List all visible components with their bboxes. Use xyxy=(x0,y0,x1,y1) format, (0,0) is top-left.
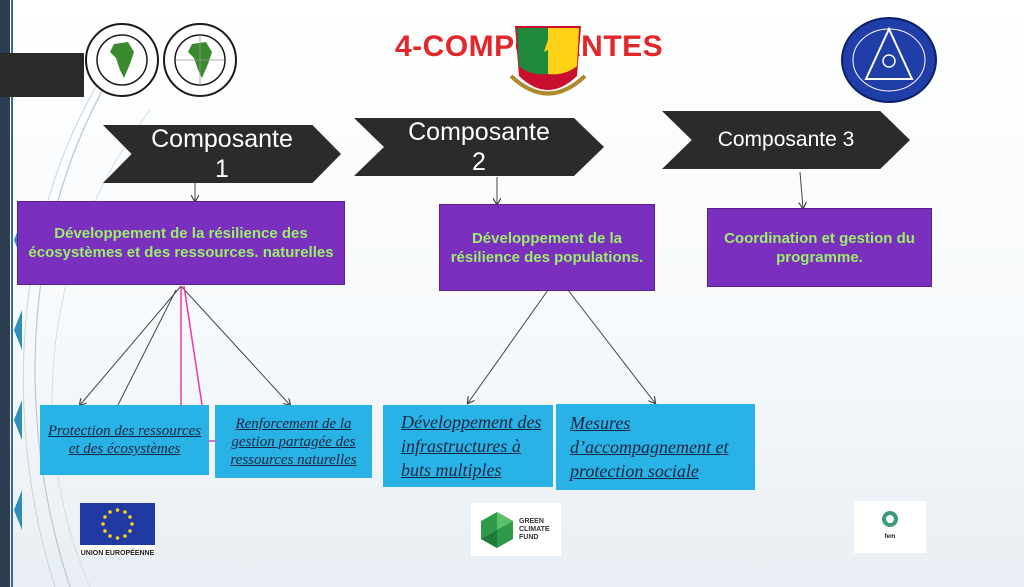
component-2-chevron: Composante 2 xyxy=(354,118,604,176)
sub-component-1-text: Protection des ressources et des écosyst… xyxy=(47,423,202,457)
sub-component-3-box: Développement des infrastructures à buts… xyxy=(383,405,553,487)
gcf-emblem-icon xyxy=(481,511,513,548)
eu-logo: UNION EUROPÉENNE xyxy=(80,503,155,557)
fem-logo: fem xyxy=(854,501,926,553)
institution-seal-logo xyxy=(840,17,938,103)
objective-2-text: Développement de la résilience des popul… xyxy=(450,229,644,266)
gcf-line-3: FUND xyxy=(519,533,539,541)
afdb-logo xyxy=(84,22,160,98)
green-climate-fund-logo: GREEN CLIMATE FUND xyxy=(471,503,561,556)
gcf-line-1: GREEN xyxy=(519,517,544,525)
cameroon-coat-of-arms xyxy=(505,16,591,112)
adf-logo xyxy=(162,22,238,98)
objective-1-text: Développement de la résilience des écosy… xyxy=(28,225,334,261)
objective-1-box: Développement de la résilience des écosy… xyxy=(17,201,345,285)
component-1-number: 1 xyxy=(215,155,229,183)
sub-component-4-box: Mesures d’accompagnement et protection s… xyxy=(556,404,755,490)
slide-left-edge-bar xyxy=(0,0,10,587)
fem-emblem-icon xyxy=(882,511,898,527)
component-2-label: Composante xyxy=(408,118,550,146)
component-3-label: Composante 3 xyxy=(717,128,855,151)
sub-component-4-text: Mesures d’accompagnement et protection s… xyxy=(570,413,729,481)
sub-component-1-box: Protection des ressources et des écosyst… xyxy=(40,405,209,475)
sub-component-2-text: Renforcement de la gestion partagée des … xyxy=(230,415,357,468)
eu-logo-label: UNION EUROPÉENNE xyxy=(80,550,155,557)
sub-component-2-box: Renforcement de la gestion partagée des … xyxy=(215,405,372,478)
objective-3-text: Coordination et gestion du programme. xyxy=(724,229,915,266)
fem-label: fem xyxy=(884,534,896,540)
component-3-chevron: Composante 3 xyxy=(662,111,910,169)
header-dark-block xyxy=(0,53,84,97)
component-1-chevron: Composante 1 xyxy=(103,125,341,183)
objective-3-box: Coordination et gestion du programme. xyxy=(707,208,932,287)
sub-component-3-text: Développement des infrastructures à buts… xyxy=(401,412,542,480)
component-2-number: 2 xyxy=(472,148,486,176)
gcf-line-2: CLIMATE xyxy=(519,525,550,533)
objective-2-box: Développement de la résilience des popul… xyxy=(439,204,655,291)
component-1-label: Composante xyxy=(151,125,293,153)
